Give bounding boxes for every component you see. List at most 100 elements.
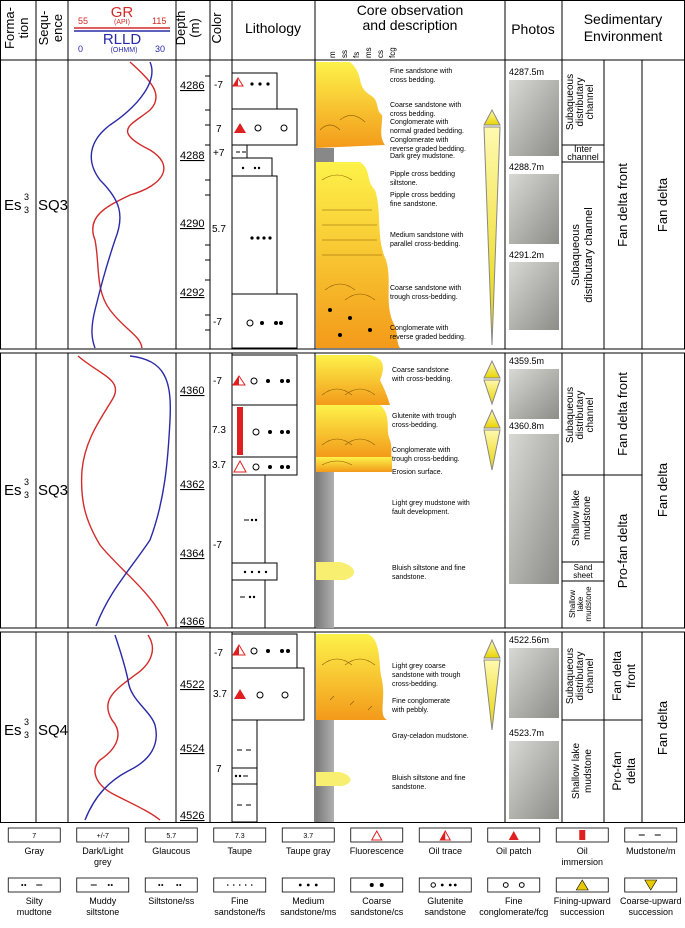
gr-unit: (API): [114, 19, 130, 26]
grain-scale: m ss fs ms cs fcg: [328, 47, 397, 58]
legend-swatch: [144, 877, 198, 893]
photo-depth: 4360.8m: [509, 421, 544, 431]
lithology-symbols: [232, 77, 288, 327]
legend-symbol: [238, 884, 241, 886]
sequence-label: SQ4: [38, 722, 68, 739]
legend-symbol: [379, 883, 384, 887]
svg-text:Fan deltafront: Fan deltafront: [610, 651, 638, 701]
color-code: -7: [214, 648, 223, 659]
legend-label: Gray: [24, 846, 44, 856]
legend-symbol: [508, 831, 519, 840]
lithology-column: [231, 72, 298, 349]
svg-text:Pro-fan delta: Pro-fan delta: [615, 513, 630, 588]
color-code: -7: [214, 80, 223, 91]
legend-symbol: [244, 884, 247, 886]
depth-ticks: 4522 4524 4526: [180, 679, 204, 822]
environment: Subaqueousdistributarychannel Shallow la…: [562, 632, 670, 823]
gr-curve: [77, 355, 169, 627]
legend-symbol: [250, 884, 253, 886]
legend-label: Coarse: [362, 896, 391, 906]
lithology-column: [231, 354, 298, 629]
color-code: -7: [213, 540, 222, 551]
succession-arrow: [483, 359, 501, 471]
grain-ms: ms: [364, 47, 373, 58]
legend-item: Siltstone/ss: [144, 877, 198, 906]
legend-symbol: [110, 884, 113, 886]
legend-label: Muddy: [89, 896, 117, 906]
legend-label: Glaucous: [152, 846, 191, 856]
legend-symbol: [644, 879, 658, 891]
gr-max: 115: [152, 16, 166, 26]
rlld-curve: [95, 355, 172, 627]
sequence-label: SQ3: [38, 197, 68, 214]
legend-swatch-code: 7.3: [235, 833, 245, 840]
svg-text:Fan delta front: Fan delta front: [615, 163, 630, 247]
succession-arrow: [483, 638, 501, 731]
legend-swatch: [7, 827, 61, 843]
legend-symbol: [232, 884, 235, 886]
legend-swatch: [144, 827, 198, 843]
core-photo: [509, 262, 559, 330]
header-formation: Forma-tion: [2, 7, 31, 49]
svg-text:Fan delta: Fan delta: [655, 700, 670, 755]
grain-ss: ss: [340, 50, 349, 58]
legend-swatch: [213, 827, 267, 843]
gr-curve: [92, 61, 165, 349]
legend-symbol: [21, 884, 24, 886]
environment: Subaqueousdistributarychannel Shallow la…: [562, 353, 670, 628]
photo-depth: 4523.7m: [509, 728, 544, 738]
formation-subscript: 3: [24, 490, 29, 500]
legend-label: Medium: [292, 896, 324, 906]
legend-symbol: [107, 884, 110, 886]
svg-text:Subaqueousdistributarychannel: Subaqueousdistributarychannel: [565, 648, 596, 704]
legend-label: sandstone: [424, 907, 466, 917]
depth-label: 4366: [180, 616, 204, 628]
panel-1: Es 3 3 SQ3 4286 4288 4290 4292 -7 7 +7 5…: [4, 60, 670, 349]
grain-m: m: [328, 51, 337, 58]
formation-superscript: 3: [24, 717, 29, 727]
panel-2: Es 3 3 SQ3 4360 4362 4364 4366 -7 7.3 3.…: [4, 353, 670, 629]
legend-symbol: [314, 883, 318, 887]
svg-text:channel: channel: [567, 152, 599, 162]
svg-text:sheet: sheet: [573, 571, 593, 580]
core-photos: 4287.5m 4288.7m 4291.2m: [509, 67, 559, 330]
rlld-curve: [90, 61, 153, 349]
legend-symbol: [161, 884, 164, 886]
svg-text:Pro-fandelta: Pro-fandelta: [610, 751, 638, 790]
photo-depth: 4359.5m: [509, 356, 544, 366]
legend-label: Fluorescence: [350, 846, 404, 856]
legend-label: sandstone/fs: [214, 907, 266, 917]
legend-label: Fine: [505, 896, 523, 906]
gr-min: 55: [78, 16, 88, 26]
legend-label: Silty: [26, 896, 44, 906]
legend-label: Mudstone/m: [626, 846, 676, 856]
color-code: -7: [213, 317, 222, 328]
grain-fs: fs: [352, 52, 361, 58]
svg-text:Shallow lakemudstone: Shallow lakemudstone: [571, 489, 593, 546]
legend-label: grey: [94, 857, 112, 867]
color-code: -7: [213, 376, 222, 387]
table-header: Forma-tion Sequ-ence GR (API) 55 115 RLL…: [0, 0, 685, 823]
legend-swatch-code: 5.7: [166, 833, 176, 840]
depth-label: 4364: [180, 548, 204, 560]
legend-symbol: [369, 883, 374, 887]
legend-swatch: [487, 877, 541, 893]
gr-curve: [94, 634, 161, 821]
legend-symbol: [226, 884, 229, 886]
core-photos: 4359.5m 4360.8m: [509, 356, 559, 584]
